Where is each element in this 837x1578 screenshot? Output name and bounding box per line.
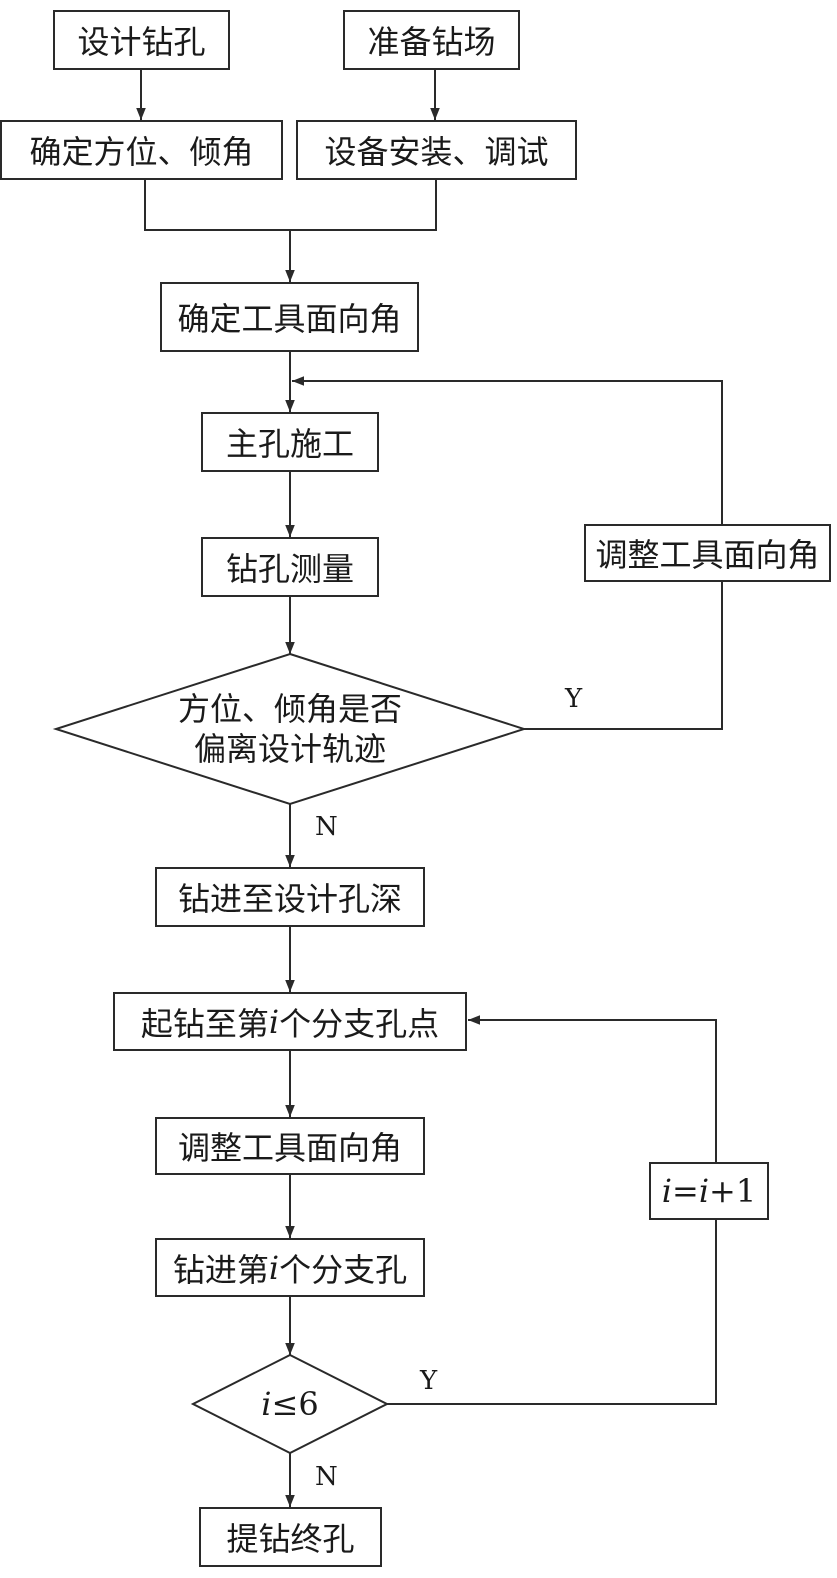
decision2-rest: ≤6 <box>271 1385 319 1423</box>
install-equipment-text: 设备安装、调试 <box>324 133 549 171</box>
finish-box: 提钻终孔 <box>199 1507 382 1567</box>
main-hole-text: 主孔施工 <box>225 425 354 463</box>
fix-toolface-text: 确定工具面向角 <box>177 300 402 338</box>
no-label-2: N <box>315 1462 338 1492</box>
decision2-var: i <box>261 1385 272 1423</box>
loop-adjust-to-main <box>292 376 723 524</box>
prepare-site-text: 准备钻场 <box>367 23 496 61</box>
decision2-text: i≤6 <box>210 1384 370 1424</box>
decision1-line1: 方位、倾角是否 <box>177 690 402 728</box>
fix-toolface-box: 确定工具面向角 <box>160 282 419 352</box>
fix-azimuth-text: 确定方位、倾角 <box>29 133 254 171</box>
design-hole-text: 设计钻孔 <box>77 23 206 61</box>
kickoff-suffix: 个分支孔点 <box>279 1004 440 1043</box>
drill-branch-var: i <box>268 1248 280 1287</box>
increment-var2: i <box>698 1172 710 1210</box>
yes-label-2: Y <box>420 1366 438 1396</box>
prepare-site-box: 准备钻场 <box>343 10 520 70</box>
fix-azimuth-box: 确定方位、倾角 <box>0 120 283 180</box>
increment-mid: = <box>672 1172 699 1210</box>
loop-yes2-line <box>387 1220 717 1405</box>
drill-branch-prefix: 钻进第 <box>172 1250 269 1289</box>
decision1-line2: 偏离设计轨迹 <box>193 730 386 768</box>
install-equipment-box: 设备安装、调试 <box>296 120 577 180</box>
adjust-toolface-text: 调整工具面向角 <box>177 1129 402 1167</box>
main-hole-box: 主孔施工 <box>201 412 379 472</box>
increment-box: i=i+1 <box>649 1162 769 1220</box>
kickoff-prefix: 起钻至第 <box>140 1004 269 1043</box>
increment-var1: i <box>661 1172 672 1210</box>
survey-text: 钻孔测量 <box>225 550 354 588</box>
finish-text: 提钻终孔 <box>226 1520 355 1558</box>
survey-box: 钻孔测量 <box>201 537 379 597</box>
design-hole-box: 设计钻孔 <box>53 10 230 70</box>
loop-yes1-line <box>524 582 723 730</box>
decision1-text: 方位、倾角是否 偏离设计轨迹 <box>140 689 440 769</box>
drill-to-depth-text: 钻进至设计孔深 <box>177 880 402 918</box>
loop-increment-to-kickoff <box>468 1015 717 1162</box>
no-label-1: N <box>315 812 338 842</box>
adjust-toolface-loop-box: 调整工具面向角 <box>584 524 831 582</box>
kickoff-var: i <box>268 1002 280 1041</box>
increment-suffix: +1 <box>709 1172 757 1210</box>
drill-branch-suffix: 个分支孔 <box>279 1250 408 1289</box>
merge-connector <box>144 180 437 231</box>
adjust-toolface-box: 调整工具面向角 <box>155 1117 425 1175</box>
drill-to-depth-box: 钻进至设计孔深 <box>155 867 425 927</box>
yes-label-1: Y <box>565 684 583 714</box>
adjust-toolface-loop-text: 调整工具面向角 <box>595 536 820 574</box>
